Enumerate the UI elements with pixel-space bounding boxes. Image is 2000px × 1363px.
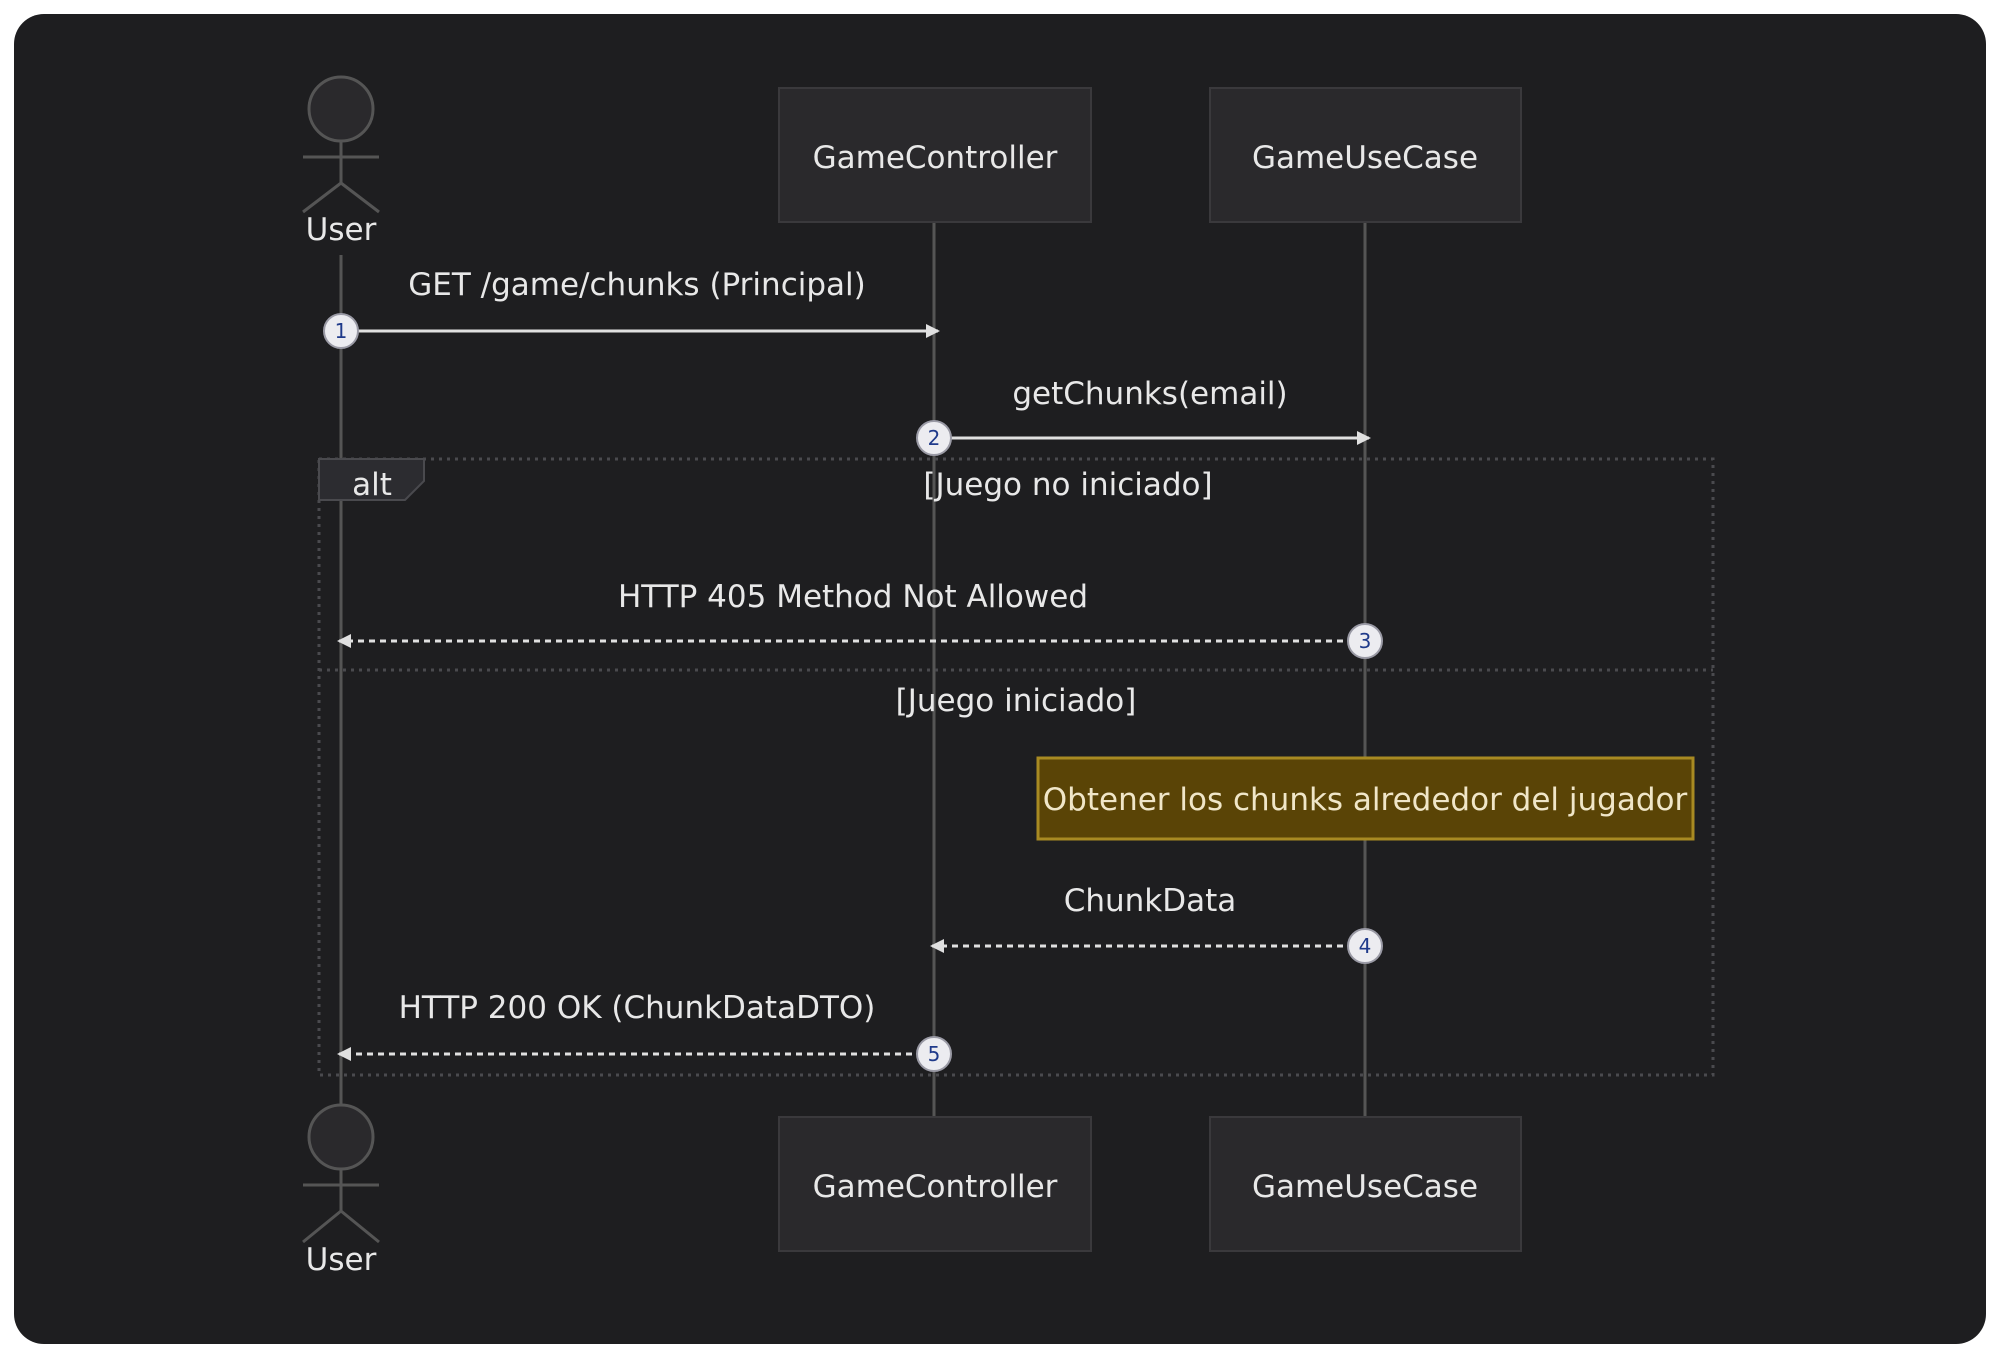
participant-usecase-label-top: GameUseCase	[1252, 140, 1478, 176]
participant-user-label-bottom: User	[306, 1242, 377, 1278]
participant-usecase-top	[1209, 87, 1522, 223]
participant-usecase-label-bottom: GameUseCase	[1252, 1169, 1478, 1205]
alt-condition-2: [Juego iniciado]	[896, 683, 1137, 719]
participant-controller-bottom	[778, 1116, 1092, 1252]
message-1-number-badge	[323, 313, 359, 349]
message-5-number-badge	[916, 1036, 952, 1072]
message-4-label: ChunkData	[1064, 883, 1237, 919]
actor-head-icon	[307, 75, 375, 143]
message-5-label: HTTP 200 OK (ChunkDataDTO)	[399, 990, 876, 1026]
message-1-label: GET /game/chunks (Principal)	[408, 267, 865, 303]
actor-user-top	[302, 75, 380, 214]
participant-controller-label-top: GameController	[813, 140, 1058, 176]
message-2-number-badge	[916, 420, 952, 456]
message-3-number-badge	[1347, 623, 1383, 659]
alt-keyword: alt	[352, 467, 392, 503]
message-2-number: 2	[928, 426, 941, 450]
message-3-label: HTTP 405 Method Not Allowed	[618, 579, 1088, 615]
note-text: Obtener los chunks alrededor del jugador	[1043, 782, 1688, 818]
participant-controller-label-bottom: GameController	[813, 1169, 1058, 1205]
actor-head-icon-bottom	[307, 1103, 375, 1171]
diagram-background	[14, 14, 1986, 1344]
message-4-number-badge	[1347, 928, 1383, 964]
message-4-number: 4	[1359, 934, 1372, 958]
message-1-number: 1	[335, 319, 348, 343]
message-3-number: 3	[1359, 629, 1372, 653]
participant-user-label-top: User	[306, 212, 377, 248]
message-2-label: getChunks(email)	[1012, 376, 1287, 412]
alt-tab	[318, 458, 425, 501]
participant-controller-top	[778, 87, 1092, 223]
participant-usecase-bottom	[1209, 1116, 1522, 1252]
note-box	[1036, 756, 1695, 841]
alt-fragment	[317, 457, 1715, 1077]
actor-user-bottom	[302, 1103, 380, 1244]
message-5-number: 5	[928, 1042, 941, 1066]
alt-condition-1: [Juego no iniciado]	[923, 467, 1212, 503]
